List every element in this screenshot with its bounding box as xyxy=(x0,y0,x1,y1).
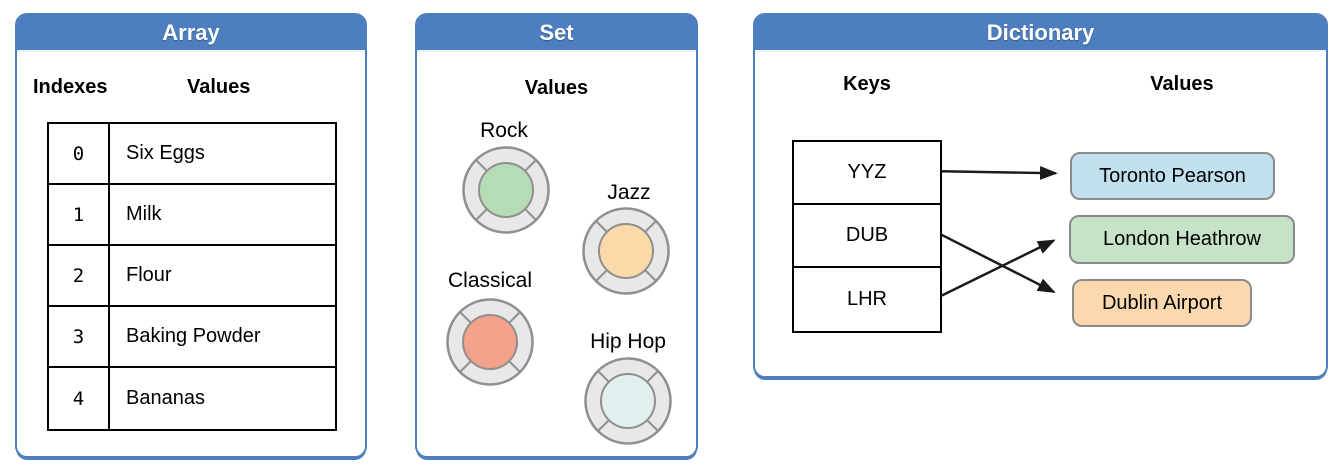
dictionary-value-box: London Heathrow xyxy=(1069,215,1295,264)
array-table: 0 Six Eggs 1 Milk 2 Flour 3 Baking Powde… xyxy=(47,122,337,431)
set-panel-title: Set xyxy=(417,15,696,52)
dictionary-value-box: Dublin Airport xyxy=(1072,279,1252,327)
set-item-label: Jazz xyxy=(607,181,651,204)
array-value-cell: Flour xyxy=(110,246,335,307)
array-index-cell: 1 xyxy=(49,185,110,246)
array-value-cell: Six Eggs xyxy=(110,124,335,185)
set-item-label: Hip Hop xyxy=(590,330,666,353)
dictionary-value-box: Toronto Pearson xyxy=(1070,152,1275,200)
array-panel-title: Array xyxy=(17,15,365,52)
array-panel: Array Indexes Values 0 Six Eggs 1 Milk 2… xyxy=(15,13,367,458)
array-value-cell: Bananas xyxy=(126,387,205,409)
dictionary-key-cell: LHR xyxy=(846,288,887,310)
arrow-dub-dublin-airport xyxy=(940,233,1056,294)
arrow-lhr-london-heathrow xyxy=(940,239,1056,297)
vinyl-disc-icon xyxy=(462,146,550,234)
vinyl-disc-icon xyxy=(584,357,672,445)
dictionary-key-cell: YYZ xyxy=(794,142,940,205)
dictionary-keys-header: Keys xyxy=(843,73,891,95)
dictionary-keys-table: YYZ DUB LHR xyxy=(792,140,942,333)
vinyl-disc-icon xyxy=(446,298,534,386)
dictionary-panel: Dictionary Keys Values YYZ DUB LHR Toron… xyxy=(753,13,1328,378)
array-index-cell: 3 xyxy=(49,307,110,368)
array-index-cell: 2 xyxy=(49,246,110,307)
arrow-yyz-toronto-pearson xyxy=(941,166,1058,180)
set-item-label: Rock xyxy=(480,119,528,142)
array-index-cell: 0 xyxy=(49,124,110,185)
set-values-header: Values xyxy=(524,77,589,99)
array-value-cell: Milk xyxy=(110,185,335,246)
array-values-header: Values xyxy=(187,76,251,98)
dictionary-values-header: Values xyxy=(1150,73,1214,95)
set-item-label: Classical xyxy=(447,269,533,292)
dictionary-panel-title: Dictionary xyxy=(755,15,1326,52)
array-value-cell: Baking Powder xyxy=(110,307,335,368)
vinyl-disc-icon xyxy=(582,207,670,295)
set-panel: Set Values Rock Jazz Classical Hip Hop xyxy=(415,13,698,458)
dictionary-key-cell: DUB xyxy=(794,205,940,268)
array-index-cell: 4 xyxy=(49,368,110,429)
array-indexes-header: Indexes xyxy=(33,76,108,98)
